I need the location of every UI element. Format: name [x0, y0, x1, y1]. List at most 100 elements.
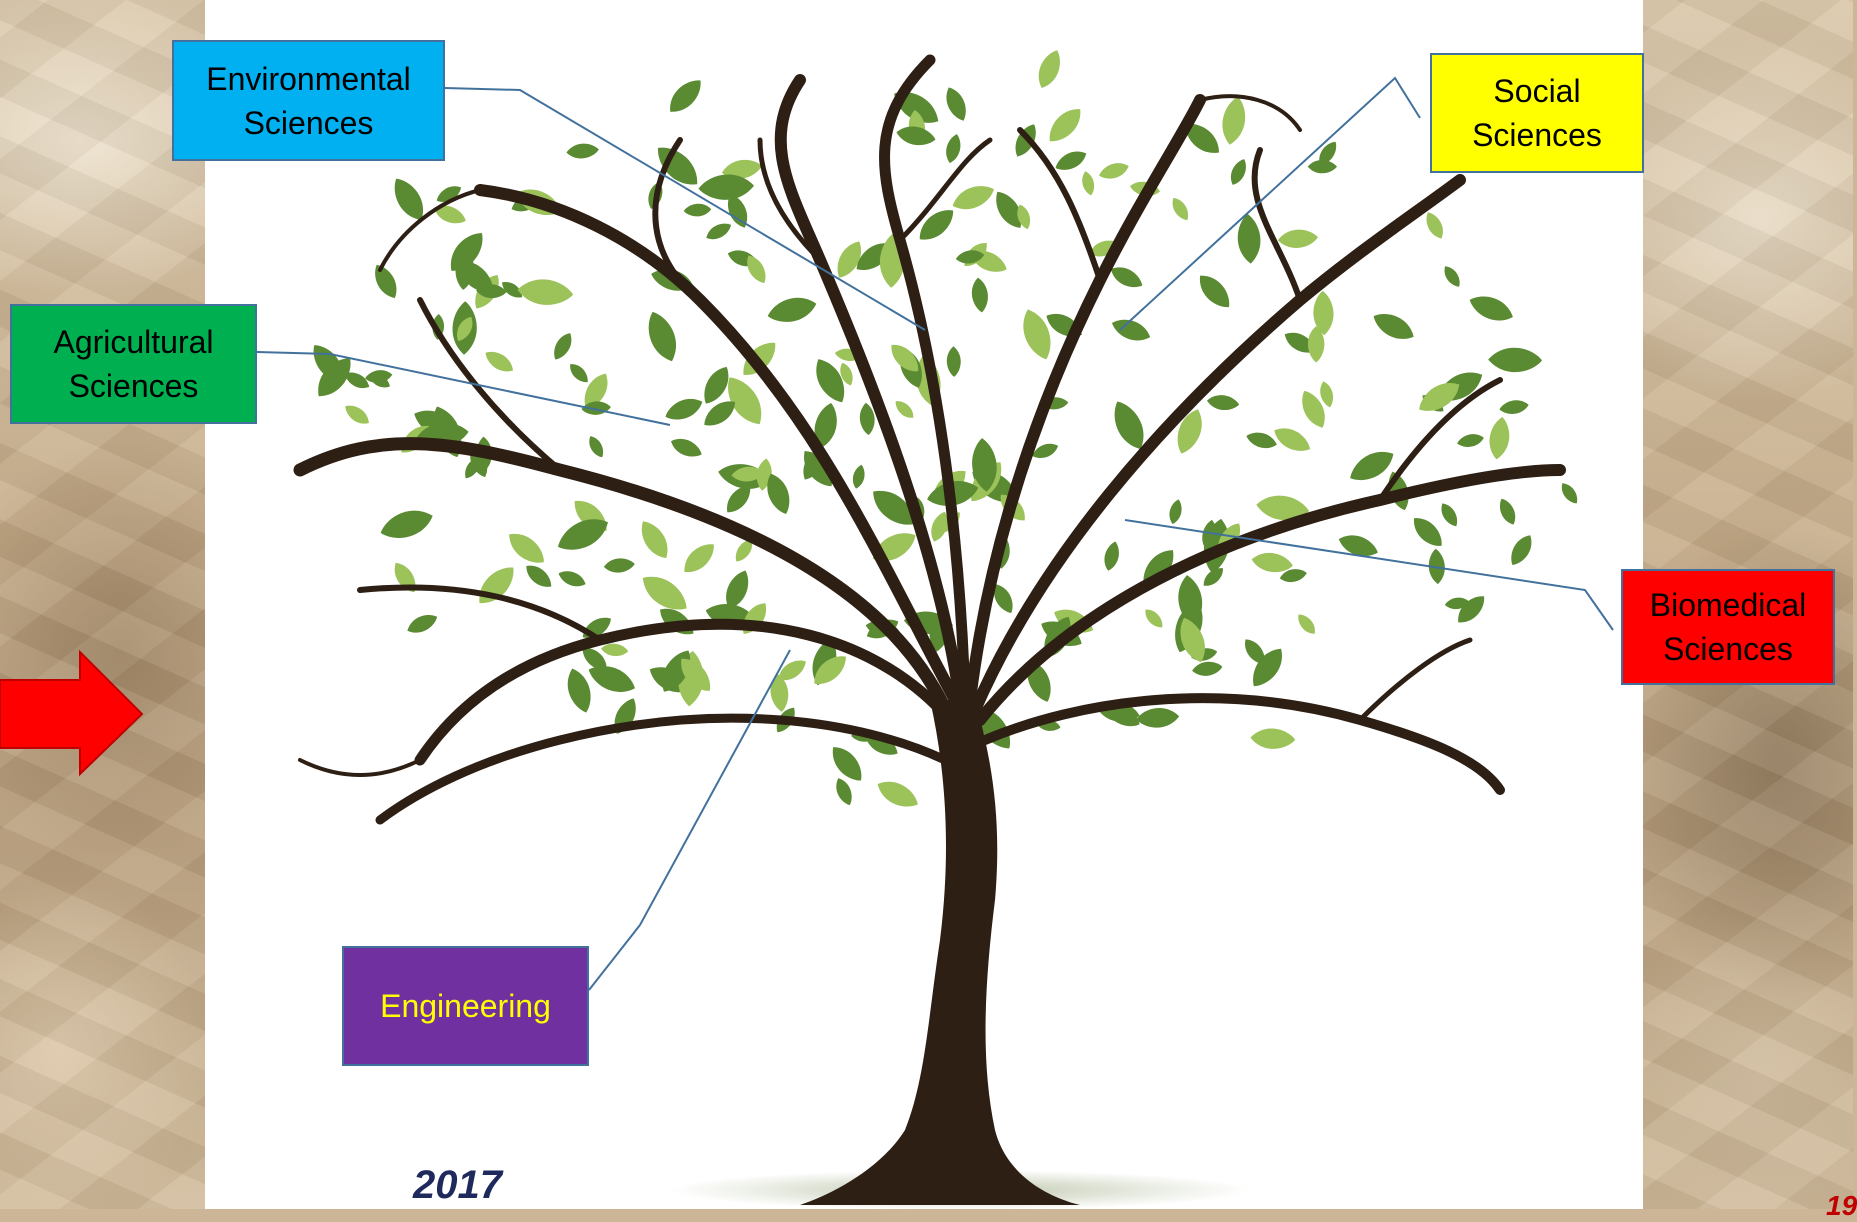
leaf — [1110, 267, 1143, 288]
leaf — [731, 466, 764, 482]
leaf — [1202, 519, 1217, 552]
leaf — [509, 533, 544, 563]
leaf — [1457, 434, 1484, 447]
branch — [1251, 147, 1303, 303]
leaf — [502, 281, 523, 298]
leaf — [684, 544, 714, 573]
leaf — [1114, 401, 1144, 450]
branch — [378, 188, 482, 272]
leaf — [683, 203, 712, 217]
leaf — [1200, 275, 1230, 308]
slide-number: 19 — [1826, 1190, 1857, 1221]
leaf — [566, 143, 599, 159]
connector-agricultural — [256, 351, 671, 426]
leaf — [706, 223, 732, 240]
leaf — [1426, 212, 1443, 239]
connector-social — [1119, 76, 1421, 331]
leaf — [1561, 483, 1578, 504]
leaf — [434, 205, 466, 224]
tree-branches — [293, 54, 1566, 825]
leaf — [1230, 159, 1246, 185]
biomedical-sciences-text: Biomedical Sciences — [1649, 587, 1807, 667]
branch — [897, 137, 993, 243]
leaf — [1499, 498, 1516, 525]
leaf — [1489, 416, 1510, 460]
leaf — [557, 519, 608, 550]
leaf — [1307, 326, 1325, 363]
leaf — [641, 521, 668, 559]
leaf — [994, 584, 1013, 614]
leaf — [1169, 499, 1182, 525]
leaf — [1017, 204, 1031, 230]
leaf — [1320, 381, 1334, 408]
leaf — [955, 250, 985, 264]
leaf — [455, 249, 474, 290]
leaf — [485, 351, 513, 372]
leaf — [554, 333, 572, 360]
leaf — [778, 660, 806, 681]
branch — [980, 693, 1505, 795]
red-arrow-icon — [0, 649, 144, 777]
leaf — [1313, 290, 1334, 336]
biomedical-sciences-label: Biomedical Sciences — [1621, 569, 1835, 685]
leaf — [526, 565, 552, 587]
leaf — [1185, 123, 1219, 153]
leaf — [873, 490, 915, 525]
leaf — [476, 284, 507, 299]
leaf — [1256, 495, 1310, 521]
leaf — [1177, 409, 1202, 454]
leaf — [971, 277, 988, 313]
leaf — [1207, 395, 1240, 411]
leaf — [1413, 518, 1442, 546]
leaf — [896, 126, 936, 146]
leaf — [318, 358, 351, 397]
engineering-label: Engineering — [342, 946, 589, 1066]
leaf — [457, 316, 473, 342]
social-sciences-label: Social Sciences — [1430, 53, 1644, 173]
leaf — [436, 186, 462, 202]
leaf — [1136, 708, 1180, 728]
leaf — [394, 562, 416, 593]
leaf — [1245, 639, 1265, 665]
leaf — [946, 87, 966, 121]
leaf — [671, 438, 702, 457]
leaf — [1015, 124, 1036, 157]
leaf — [1203, 568, 1224, 586]
leaf — [946, 134, 961, 164]
leaf — [1172, 197, 1188, 221]
branch — [757, 137, 823, 263]
branch — [417, 297, 563, 473]
leaf — [767, 473, 790, 515]
leaf — [726, 570, 749, 609]
leaf — [1302, 390, 1325, 428]
leaf — [728, 377, 762, 425]
leaf — [1246, 432, 1277, 448]
tree-trunk — [800, 700, 1080, 1205]
leaf — [642, 576, 687, 610]
leaf — [1298, 614, 1315, 634]
engineering-text: Engineering — [380, 988, 551, 1024]
leaf — [1237, 213, 1261, 264]
environmental-sciences-label: Environmental Sciences — [172, 40, 445, 161]
leaf — [1023, 309, 1051, 360]
leaf-cluster — [313, 50, 1578, 807]
leaf — [996, 191, 1022, 228]
leaf — [1099, 163, 1129, 179]
leaf — [1284, 332, 1316, 353]
branch — [652, 137, 703, 303]
leaf — [1253, 648, 1282, 687]
leaf — [1180, 617, 1205, 663]
connector-biomedical — [1124, 519, 1614, 631]
leaf — [681, 658, 711, 691]
leaf — [1082, 171, 1095, 196]
leaf — [727, 194, 748, 228]
leaf — [840, 362, 853, 386]
agricultural-sciences-label: Agricultural Sciences — [10, 304, 257, 424]
leaf — [344, 372, 370, 388]
connector-lines — [256, 76, 1614, 991]
leaf — [345, 405, 369, 424]
leaf — [814, 656, 846, 684]
leaf — [517, 279, 574, 305]
branch — [298, 758, 422, 777]
branch — [375, 713, 950, 825]
